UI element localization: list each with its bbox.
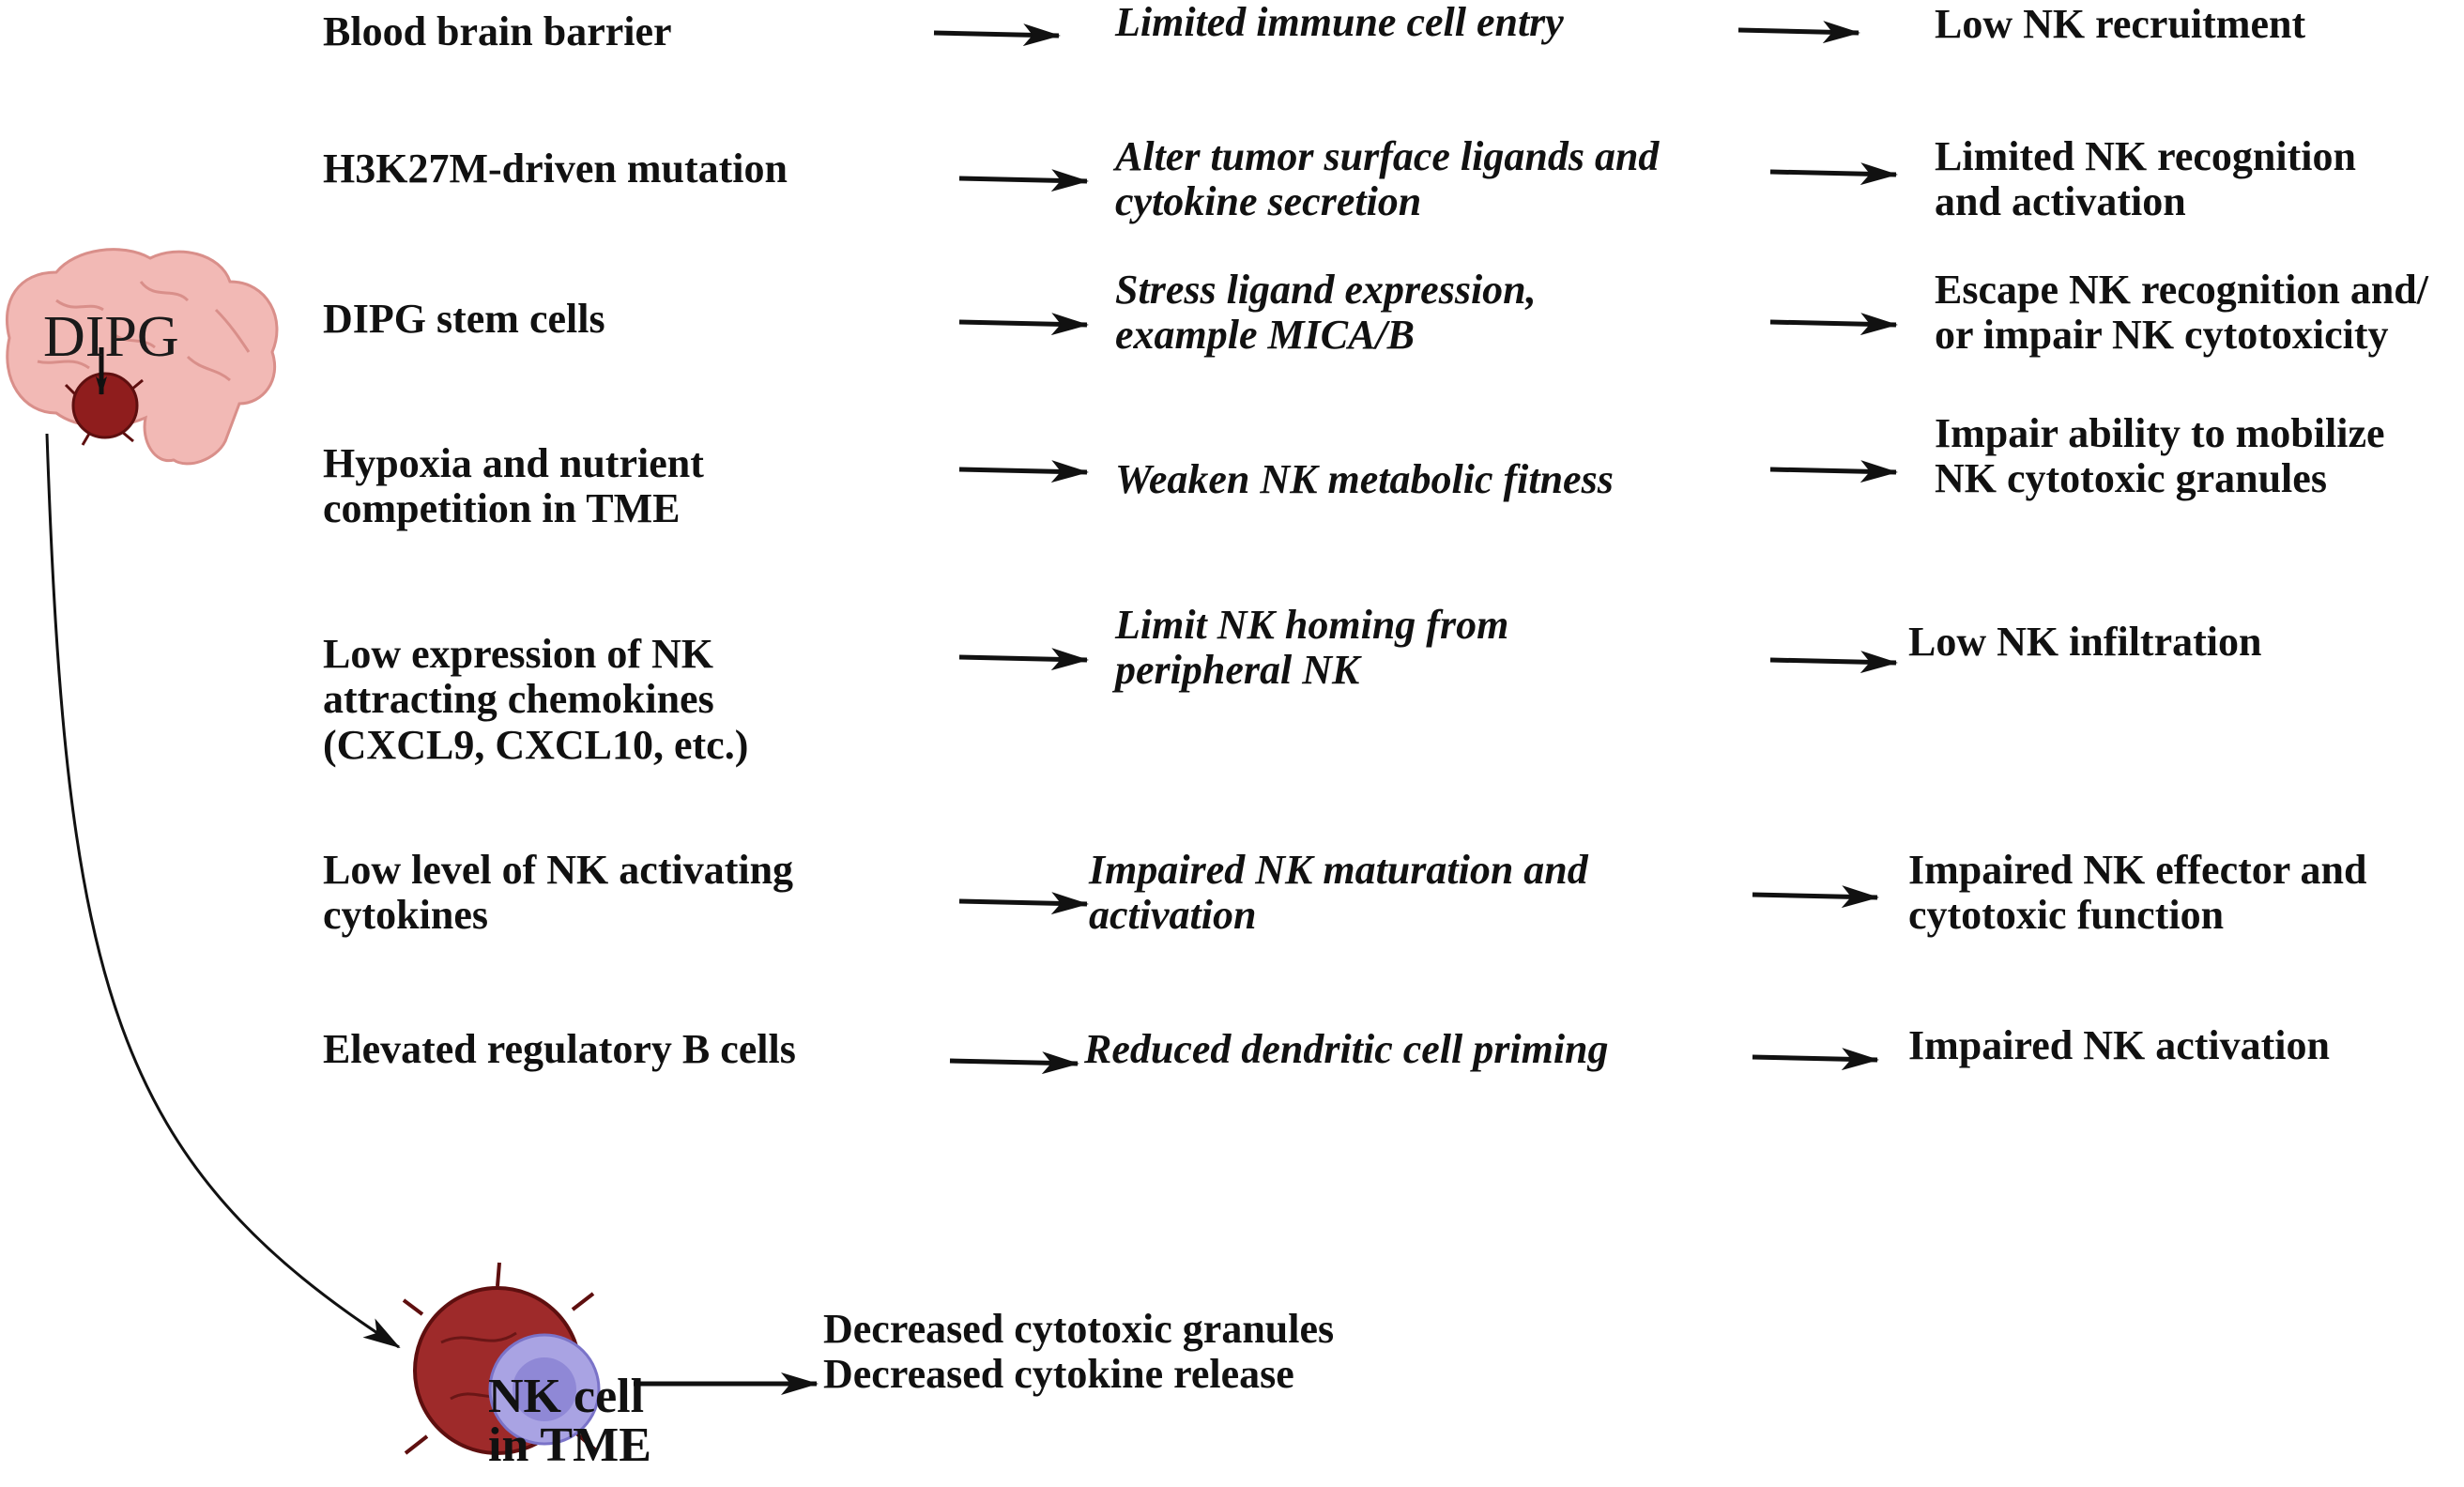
outcome-impair-granules: Impair ability to mobilize NK cytotoxic …	[1935, 410, 2385, 502]
cause-effect-arrow-4	[958, 648, 1089, 671]
outcome-impaired-effector: Impaired NK effector and cytotoxic funct…	[1908, 847, 2367, 939]
effect-outcome-arrow-4	[1769, 651, 1898, 674]
effect-outcome-arrow-1	[1769, 162, 1898, 186]
effect-stress-ligand: Stress ligand expression, example MICA/B	[1115, 267, 1537, 359]
cause-low-chemokines: Low expression of NK attracting chemokin…	[323, 631, 749, 768]
cause-low-activating-cytokines: Low level of NK activating cytokines	[323, 847, 794, 939]
cause-h3k27m-mutation: H3K27M-driven mutation	[323, 146, 788, 192]
dipg-to-nk-connector	[45, 433, 401, 1349]
outcome-low-nk-recruitment: Low NK recruitment	[1935, 1, 2306, 47]
cause-effect-arrow-2	[958, 313, 1089, 336]
final-outcome-granules: Decreased cytotoxic granules	[823, 1306, 1335, 1352]
cause-effect-arrow-0	[933, 23, 1061, 47]
cause-effect-arrow-5	[958, 892, 1089, 915]
nk-cell-icon	[488, 1333, 601, 1446]
dipg-label: DIPG	[43, 305, 179, 369]
effect-reduced-dc-priming: Reduced dendritic cell priming	[1084, 1026, 1609, 1072]
cause-dipg-stem-cells: DIPG stem cells	[323, 296, 605, 342]
effect-impaired-maturation: Impaired NK maturation and activation	[1089, 847, 1588, 939]
cause-blood-brain-barrier: Blood brain barrier	[323, 8, 672, 54]
outcome-impaired-activation: Impaired NK activation	[1908, 1022, 2330, 1068]
row-arrows	[933, 21, 1898, 1075]
cause-regulatory-b-cells: Elevated regulatory B cells	[323, 1026, 796, 1072]
cause-effect-arrow-1	[958, 169, 1089, 192]
cause-effect-arrow-3	[958, 460, 1089, 483]
effect-outcome-arrow-2	[1769, 313, 1898, 336]
effect-outcome-arrow-3	[1769, 460, 1898, 483]
effect-limited-immune-entry: Limited immune cell entry	[1115, 0, 1564, 45]
effect-alter-ligands: Alter tumor surface ligands and cytokine…	[1115, 133, 1660, 225]
effect-outcome-arrow-5	[1752, 885, 1879, 909]
cause-effect-arrow-6	[949, 1051, 1079, 1075]
outcome-escape-recognition: Escape NK recognition and/ or impair NK …	[1935, 267, 2429, 359]
effect-limit-homing: Limit NK homing from peripheral NK	[1115, 602, 1509, 694]
effect-outcome-arrow-6	[1752, 1048, 1879, 1071]
effect-outcome-arrow-0	[1737, 21, 1860, 44]
dipg-tumor-icon	[64, 372, 144, 446]
effect-weaken-metabolic-fitness: Weaken NK metabolic fitness	[1115, 456, 1614, 502]
outcome-limited-recognition: Limited NK recognition and activation	[1935, 133, 2356, 225]
nk-cell-label: NK cell in TME	[488, 1370, 651, 1472]
cause-hypoxia: Hypoxia and nutrient competition in TME	[323, 440, 704, 532]
outcome-low-infiltration: Low NK infiltration	[1908, 619, 2262, 665]
final-outcome-cytokines: Decreased cytokine release	[823, 1351, 1294, 1397]
